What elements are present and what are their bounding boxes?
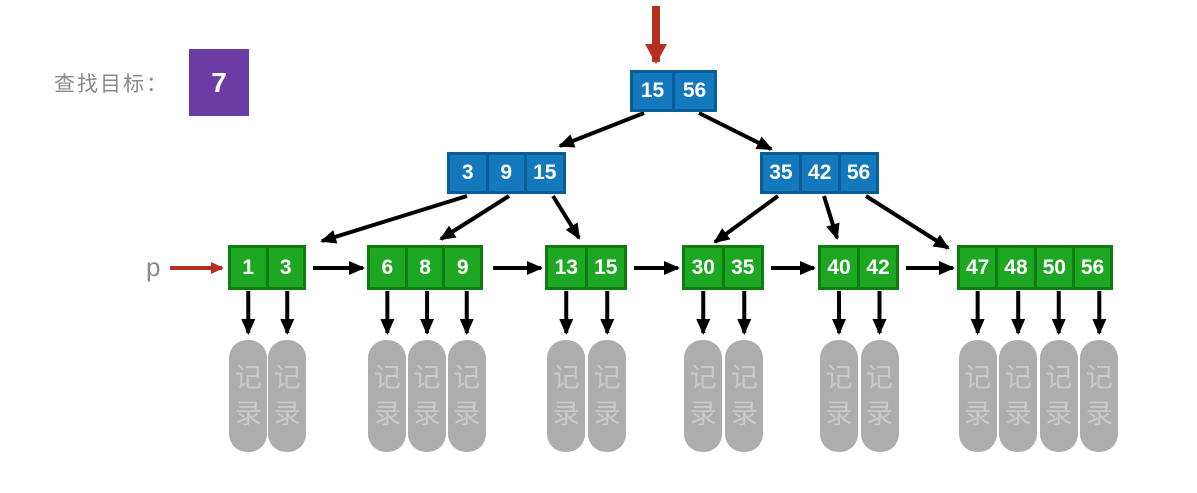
key-cell: 56 bbox=[837, 152, 880, 194]
record-label-char: 录 bbox=[1004, 398, 1032, 429]
record-label-char: 录 bbox=[866, 398, 893, 429]
record-box: 记录 bbox=[447, 340, 486, 452]
record-label-char: 录 bbox=[964, 398, 992, 429]
key-cell: 35 bbox=[721, 245, 764, 290]
tree-pointer-arrow bbox=[864, 194, 950, 250]
tree-pointer-arrow bbox=[439, 194, 511, 241]
record-label-char: 记 bbox=[1004, 362, 1032, 393]
key-cell: 42 bbox=[857, 245, 899, 290]
record-label-char: 记 bbox=[866, 362, 893, 393]
record-label-char: 记 bbox=[273, 362, 301, 393]
key-cell: 15 bbox=[630, 70, 675, 112]
record-box: 记录 bbox=[1039, 340, 1078, 452]
record-label-char: 记 bbox=[964, 362, 992, 393]
key-cell: 9 bbox=[485, 152, 527, 194]
record-label-char: 录 bbox=[689, 398, 717, 429]
record-label-char: 录 bbox=[373, 398, 401, 429]
record-box: 记录 bbox=[547, 340, 586, 452]
record-label-char: 录 bbox=[413, 398, 441, 429]
record-label-char: 录 bbox=[730, 398, 758, 429]
record-label-char: 记 bbox=[453, 362, 481, 393]
key-cell: 47 bbox=[957, 245, 999, 290]
record-label-char: 录 bbox=[1085, 398, 1113, 429]
record-box: 记录 bbox=[684, 340, 723, 452]
record-label-char: 录 bbox=[593, 398, 621, 429]
record-label-char: 录 bbox=[273, 398, 301, 429]
key-cell: 1 bbox=[228, 245, 269, 290]
record-label-char: 记 bbox=[552, 362, 580, 393]
record-label-char: 录 bbox=[1045, 398, 1073, 429]
record-label-char: 记 bbox=[730, 362, 758, 393]
search-target-value: 7 bbox=[211, 66, 227, 98]
key-cell: 3 bbox=[447, 152, 489, 194]
tree-pointer-arrow bbox=[713, 194, 780, 244]
key-cell: 50 bbox=[1033, 245, 1075, 290]
pointer-label: p bbox=[146, 252, 161, 282]
record-label-char: 记 bbox=[413, 362, 441, 393]
record-box: 记录 bbox=[1080, 340, 1119, 452]
key-cell: 15 bbox=[524, 152, 566, 194]
record-label-char: 记 bbox=[1085, 362, 1113, 393]
tree-pointer-arrow bbox=[320, 194, 468, 244]
record-box: 记录 bbox=[860, 340, 899, 452]
key-cell: 13 bbox=[545, 245, 588, 290]
record-box: 记录 bbox=[820, 340, 858, 452]
tree-pointer-arrow bbox=[698, 111, 773, 151]
record-label-char: 记 bbox=[689, 362, 717, 393]
search-target-label: 查找目标： bbox=[54, 73, 169, 96]
key-cell: 15 bbox=[584, 245, 627, 290]
key-cell: 40 bbox=[818, 245, 860, 290]
record-label-char: 记 bbox=[825, 362, 853, 393]
record-label-char: 记 bbox=[1045, 362, 1073, 393]
key-cell: 3 bbox=[265, 245, 306, 290]
key-cell: 6 bbox=[367, 245, 408, 290]
record-label-char: 录 bbox=[453, 398, 481, 429]
key-cell: 8 bbox=[404, 245, 446, 290]
record-box: 记录 bbox=[958, 340, 997, 452]
tree-pointer-arrow bbox=[558, 111, 645, 148]
record-label-char: 录 bbox=[234, 398, 262, 429]
key-cell: 42 bbox=[798, 152, 841, 194]
record-label-char: 记 bbox=[373, 362, 401, 393]
record-label-char: 记 bbox=[593, 362, 621, 393]
key-cell: 56 bbox=[1071, 245, 1114, 290]
record-box: 记录 bbox=[999, 340, 1038, 452]
record-label-char: 录 bbox=[825, 398, 853, 429]
key-cell: 9 bbox=[442, 245, 484, 290]
tree-pointer-arrow bbox=[551, 194, 581, 240]
record-label-char: 记 bbox=[234, 362, 262, 393]
tree-pointer-arrow bbox=[822, 195, 840, 240]
record-label-char: 录 bbox=[552, 398, 580, 429]
key-cell: 48 bbox=[995, 245, 1037, 290]
record-box: 记录 bbox=[268, 340, 307, 452]
record-box: 记录 bbox=[408, 340, 447, 452]
key-cell: 35 bbox=[760, 152, 802, 194]
record-box: 记录 bbox=[725, 340, 764, 452]
record-box: 记录 bbox=[368, 340, 407, 452]
record-box: 记录 bbox=[229, 340, 268, 452]
record-box: 记录 bbox=[588, 340, 627, 452]
key-cell: 56 bbox=[672, 70, 717, 112]
search-target-value-box: 7 bbox=[189, 49, 249, 116]
key-cell: 30 bbox=[682, 245, 725, 290]
